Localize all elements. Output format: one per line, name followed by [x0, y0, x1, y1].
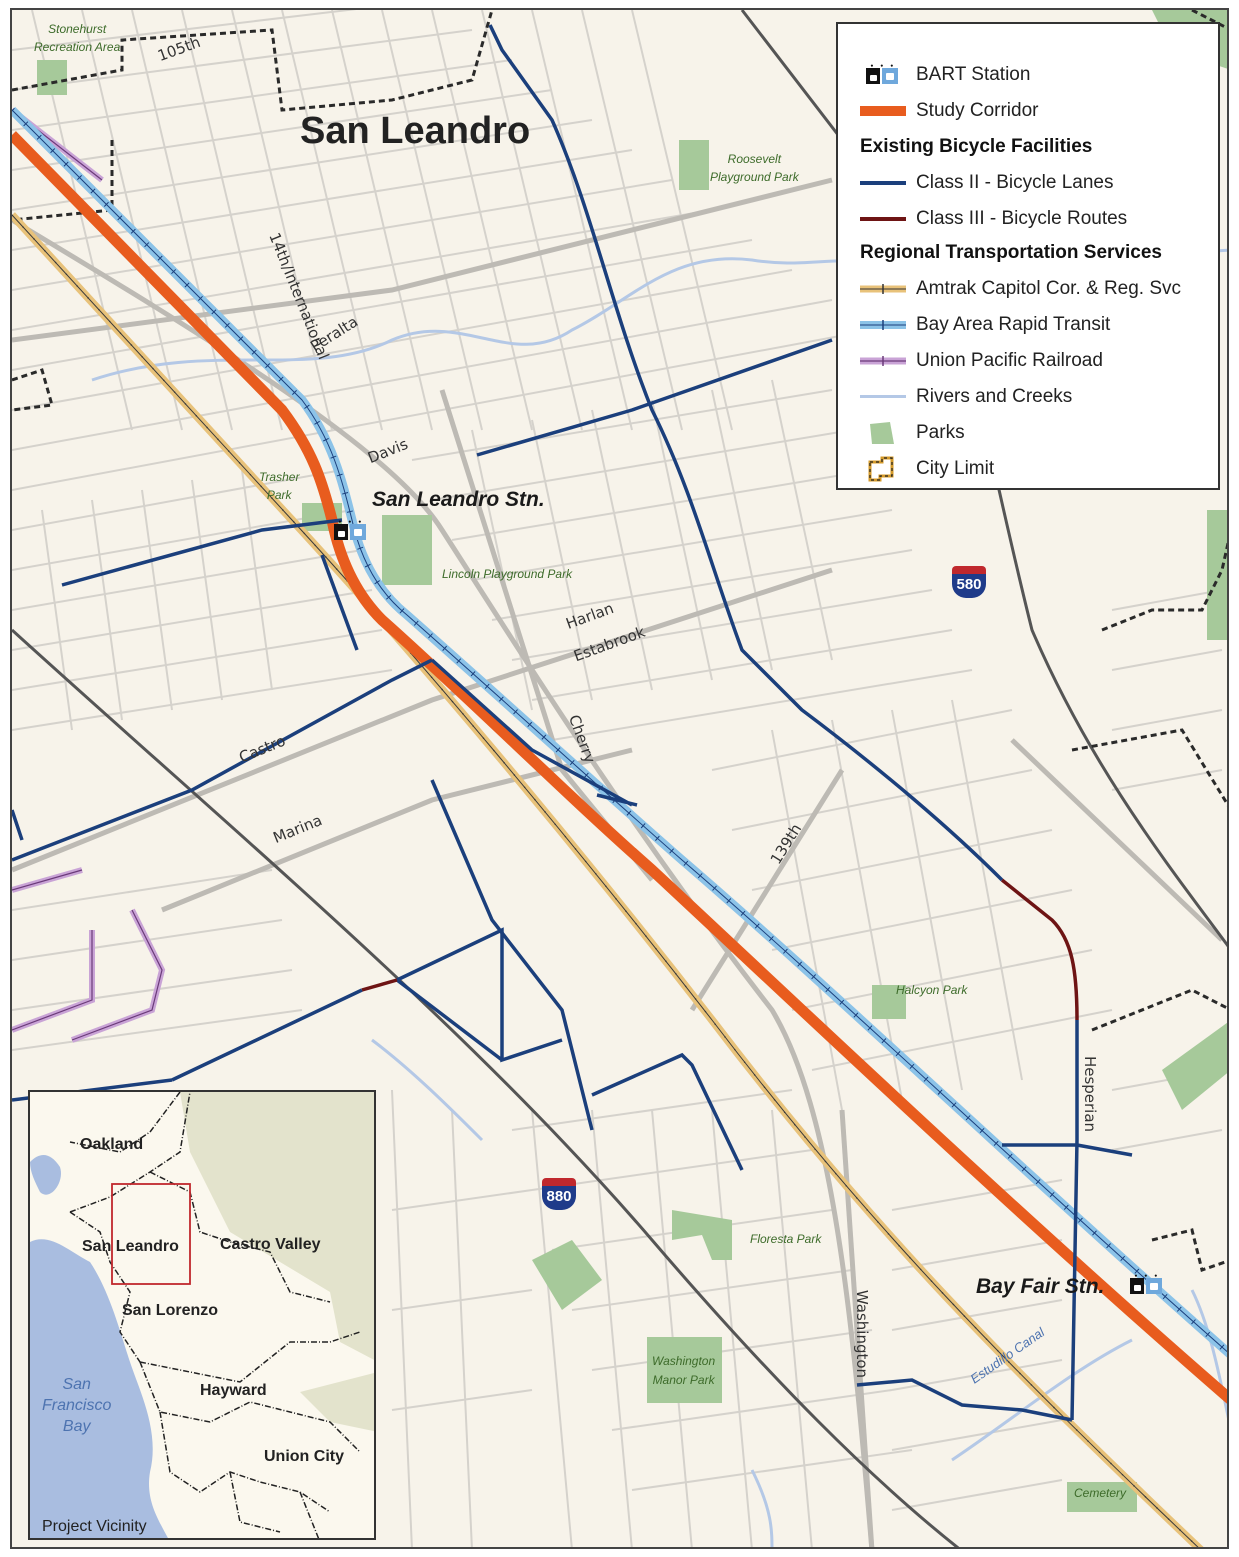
union-pacific-swatch: [860, 356, 906, 366]
park-label-cemetery: Cemetery: [1074, 1486, 1127, 1500]
station-label-bay-fair: Bay Fair Stn.: [976, 1275, 1105, 1298]
legend-heading-regional: Regional Transportation Services: [860, 242, 1162, 263]
inset-label-san-lorenzo: San Lorenzo: [122, 1302, 219, 1319]
legend-heading-bike-facilities: Existing Bicycle Facilities: [860, 136, 1093, 157]
parks-swatch: [870, 422, 894, 444]
legend-label-bart-station: BART Station: [916, 64, 1031, 85]
legend-label-rivers: Rivers and Creeks: [916, 386, 1073, 407]
legend-row-bart-station: • • • • BART Station: [860, 60, 1030, 90]
park-label-lincoln: Lincoln Playground Park: [442, 567, 573, 581]
interstate-580-shield-icon: 580: [952, 566, 986, 602]
interstate-880-shield-icon: 880: [542, 1178, 576, 1214]
park-label-roosevelt: Roosevelt Playground Park: [710, 152, 799, 184]
rivers: [91, 248, 1227, 1547]
bart-station-bay-fair-icon: • • • •: [1130, 1273, 1164, 1294]
legend-row-class3: Class III - Bicycle Routes: [860, 204, 1127, 234]
inset-label-oakland: Oakland: [80, 1136, 144, 1153]
bart-swatch: [860, 320, 906, 330]
legend-row-city-limit: City Limit: [860, 454, 994, 484]
park-label-trasher: Trasher Park: [259, 470, 300, 502]
park-label-halcyon: Halcyon Park: [896, 983, 968, 997]
bart-logo-icon: • • • •: [866, 63, 900, 84]
legend-label-union-pacific: Union Pacific Railroad: [916, 350, 1103, 371]
park-label-washington-manor: Washington Manor Park: [652, 1354, 716, 1387]
class3-bike-routes: [361, 878, 1079, 1021]
inset-label-san-leandro: San Leandro: [82, 1238, 179, 1255]
street-grid: [12, 10, 1223, 1547]
city-label-san-leandro: San Leandro: [300, 110, 531, 152]
inset-caption-project-vicinity: Project Vicinity: [42, 1518, 147, 1535]
rivers-swatch: [860, 395, 906, 398]
inset-label-san-francisco-bay: San Francisco Bay: [42, 1376, 112, 1435]
park-label-stonehurst: Stonehurst Recreation Area: [34, 22, 121, 54]
legend-row-class2: Class II - Bicycle Lanes: [860, 168, 1113, 198]
class2-swatch: [860, 181, 906, 185]
parks: [37, 10, 1227, 1512]
street-label-washington: Washington: [853, 1289, 872, 1379]
class3-swatch: [860, 217, 906, 221]
legend-row-bart: Bay Area Rapid Transit: [860, 310, 1110, 340]
i880-road: [12, 628, 960, 1547]
union-pacific-railroad: [12, 107, 166, 1043]
amtrak-swatch: [860, 284, 906, 294]
city-limit-swatch: [868, 456, 894, 482]
map-canvas: [12, 10, 1227, 1547]
legend-row-parks: Parks: [860, 418, 965, 448]
inset-vicinity-map: Oakland San Leandro Castro Valley San Lo…: [28, 1090, 376, 1540]
street-label-hesperian: Hesperian: [1081, 1055, 1100, 1133]
study-corridor-swatch: [860, 106, 906, 116]
legend-label-amtrak: Amtrak Capitol Cor. & Reg. Svc: [916, 278, 1182, 299]
inset-label-union-city: Union City: [264, 1448, 344, 1465]
bart-line: [12, 106, 1227, 1358]
legend-label-class2: Class II - Bicycle Lanes: [916, 172, 1114, 193]
bart-station-san-leandro-icon: • • • •: [334, 519, 368, 540]
station-label-san-leandro: San Leandro Stn.: [372, 488, 545, 511]
legend-label-city-limit: City Limit: [916, 458, 995, 479]
park-label-floresta: Floresta Park: [750, 1232, 822, 1246]
legend-label-study-corridor: Study Corridor: [916, 100, 1039, 121]
legend-row-study-corridor: Study Corridor: [860, 96, 1039, 126]
study-corridor: [12, 131, 1227, 1404]
legend-label-class3: Class III - Bicycle Routes: [916, 208, 1128, 229]
legend-label-parks: Parks: [916, 422, 965, 443]
legend-row-rivers: Rivers and Creeks: [860, 382, 1072, 412]
class2-bike-lanes: [12, 24, 1133, 1422]
map-frame: 105th San Leandro 14th/International Per…: [10, 8, 1229, 1549]
legend-row-amtrak: Amtrak Capitol Cor. & Reg. Svc: [860, 274, 1181, 304]
legend-label-bart: Bay Area Rapid Transit: [916, 314, 1111, 335]
legend-row-union-pacific: Union Pacific Railroad: [860, 346, 1103, 376]
inset-canvas: [30, 1092, 374, 1538]
inset-label-hayward: Hayward: [200, 1382, 267, 1399]
map-legend: • • • • BART Station Study Corridor Exis…: [836, 22, 1220, 490]
inset-label-castro-valley: Castro Valley: [220, 1236, 321, 1253]
city-limit: [12, 10, 1227, 1272]
